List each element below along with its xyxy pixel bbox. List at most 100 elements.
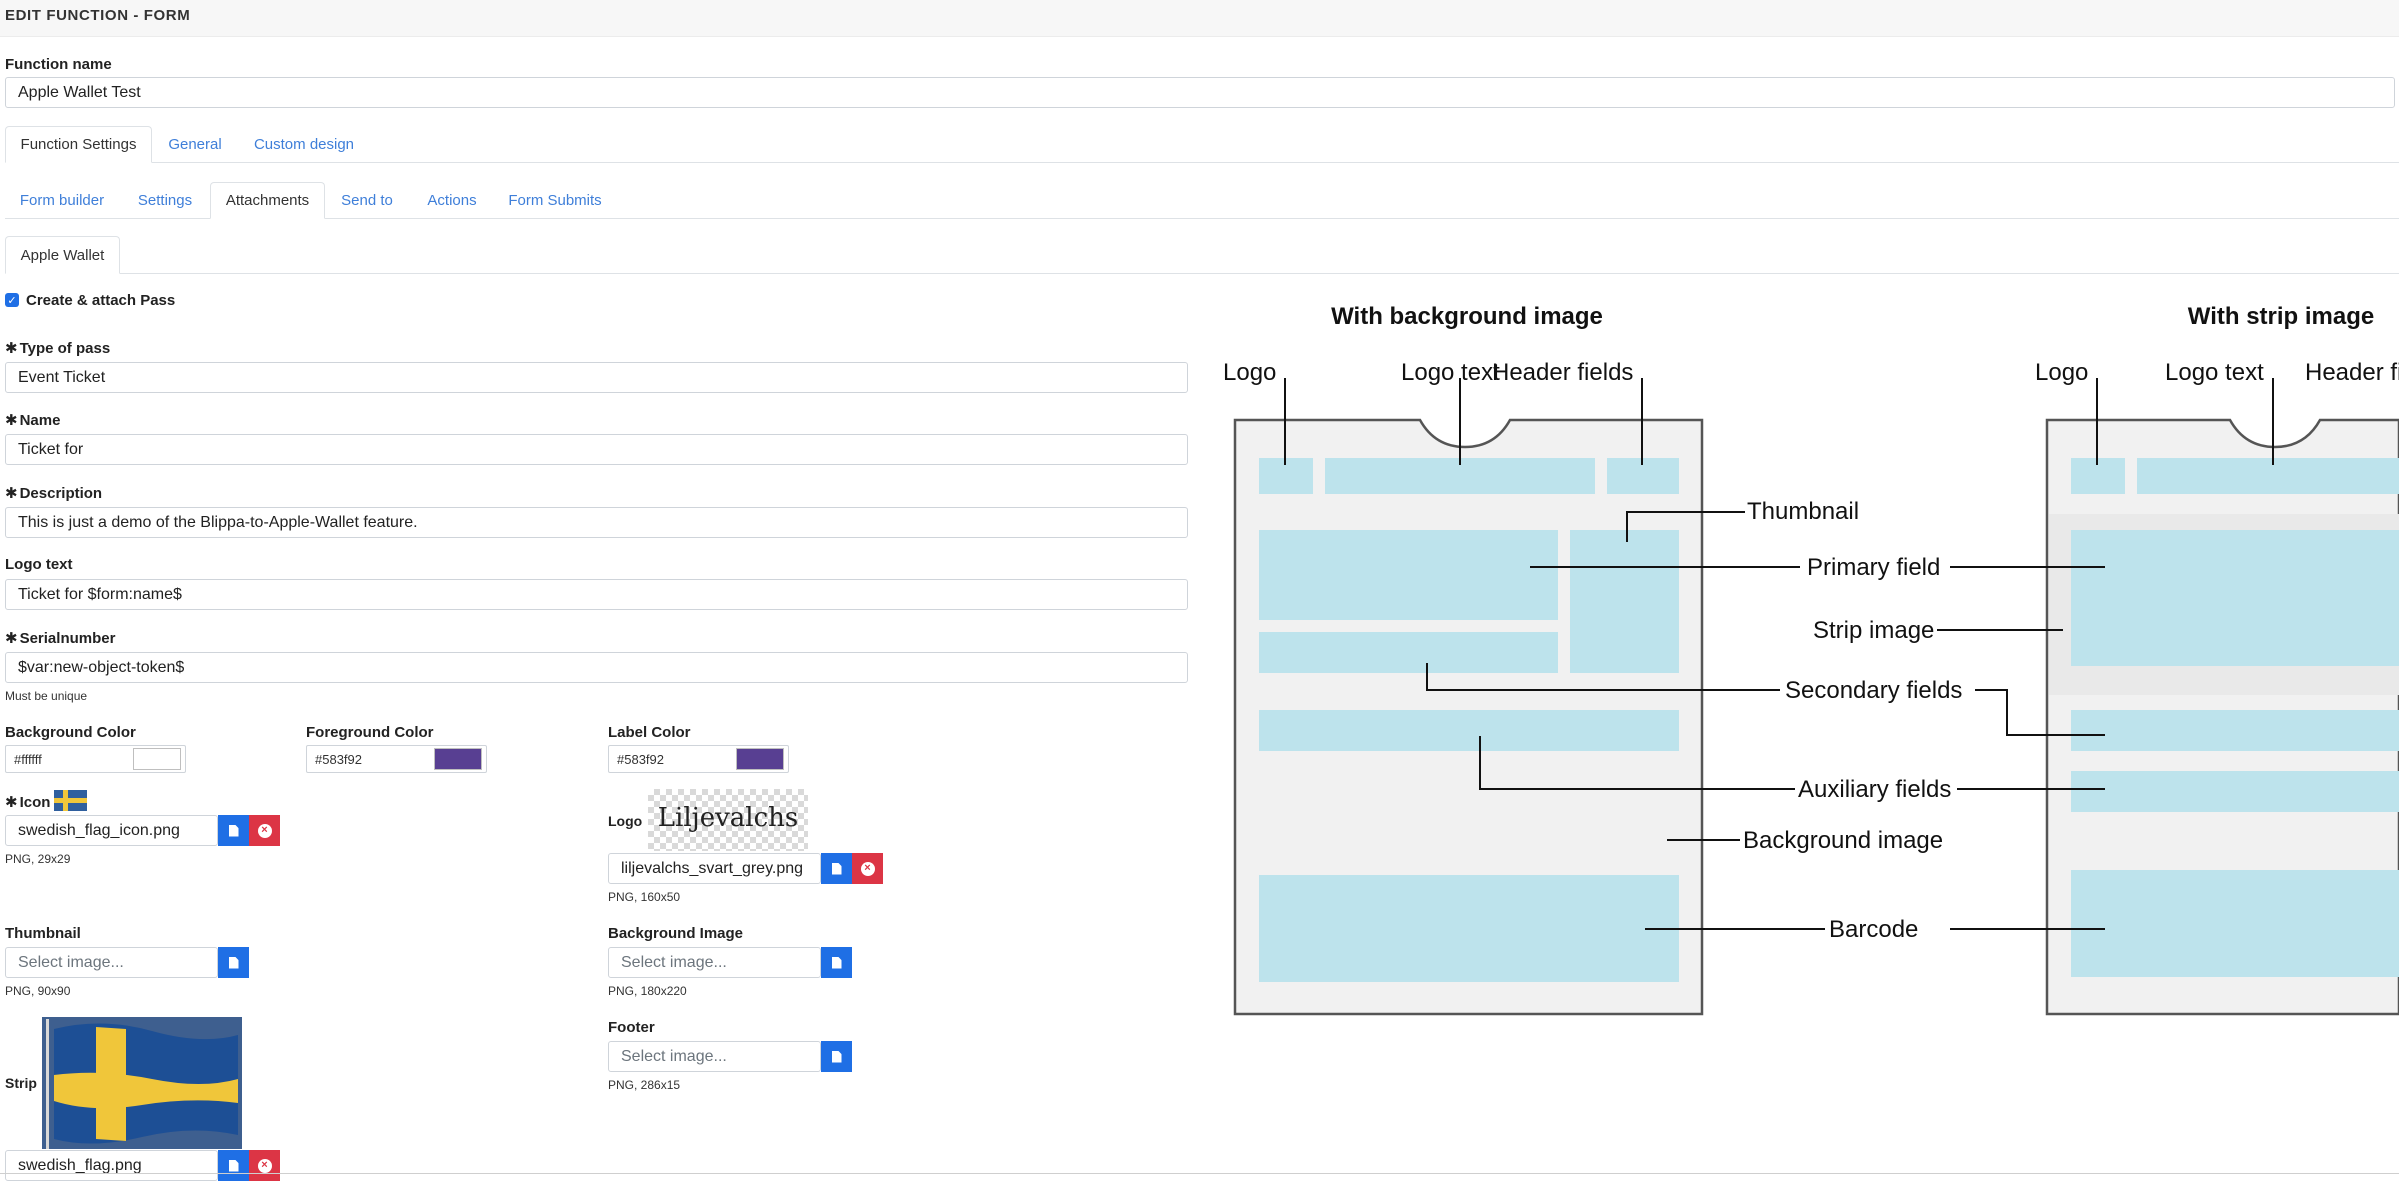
background-color-picker[interactable]: #ffffff	[5, 745, 186, 773]
tab-function-settings[interactable]: Function Settings	[5, 126, 152, 163]
background-color-label: Background Color	[5, 724, 136, 741]
file-icon	[228, 956, 239, 969]
top-bar: EDIT FUNCTION - FORM	[0, 0, 2399, 37]
logo-remove-button[interactable]: ×	[852, 853, 883, 884]
serialnumber-label: ✱Serialnumber	[5, 630, 116, 647]
close-icon: ×	[257, 1158, 272, 1173]
logo-preview: Liljevalchs	[648, 789, 808, 851]
serialnumber-input[interactable]: $var:new-object-token$	[5, 652, 1188, 683]
background-image-label: Background Image	[608, 925, 744, 942]
label-logo: Logo	[1223, 359, 1276, 386]
label-logo-text: Logo text	[1401, 359, 1500, 386]
file-icon	[831, 1050, 842, 1063]
page-title: EDIT FUNCTION - FORM	[5, 7, 191, 24]
tab-form-submits[interactable]: Form Submits	[508, 192, 602, 209]
close-icon: ×	[860, 861, 875, 876]
foreground-color-label: Foreground Color	[306, 724, 434, 741]
strip-remove-button[interactable]: ×	[249, 1150, 280, 1181]
label-barcode: Barcode	[1829, 916, 1918, 943]
foreground-color-swatch[interactable]	[434, 748, 482, 770]
main-tabs-divider	[5, 162, 2399, 163]
icon-hint: PNG, 29x29	[5, 852, 71, 866]
function-name-input[interactable]: Apple Wallet Test	[5, 77, 2395, 108]
label-background-image: Background image	[1743, 827, 1943, 854]
close-icon: ×	[257, 823, 272, 838]
label-secondary-fields: Secondary fields	[1785, 677, 1962, 704]
file-icon	[831, 956, 842, 969]
logo-select-button[interactable]	[821, 853, 852, 884]
strip-file-input[interactable]: swedish_flag.png	[5, 1150, 218, 1181]
footer-hint: PNG, 286x15	[608, 1078, 681, 1092]
label-logo-text-strip: Logo text	[2165, 359, 2264, 386]
logo-hint: PNG, 160x50	[608, 890, 681, 904]
background-image-select-button[interactable]	[821, 947, 852, 978]
thumbnail-select-button[interactable]	[218, 947, 249, 978]
icon-remove-button[interactable]: ×	[249, 815, 280, 846]
pass-background-variant	[1233, 418, 1704, 1016]
icon-select-button[interactable]	[218, 815, 249, 846]
function-name-label: Function name	[5, 56, 112, 73]
leader-lines	[1284, 378, 2274, 930]
label-color-picker[interactable]: #583f92	[608, 745, 789, 773]
tab-custom-design[interactable]: Custom design	[253, 136, 355, 153]
diagram-labels: Logo Logo text Header fields Thumbnail P…	[1223, 359, 2399, 943]
create-pass-label: Create & attach Pass	[26, 292, 176, 309]
logo-file-input[interactable]: liljevalchs_svart_grey.png	[608, 853, 821, 884]
foreground-color-picker[interactable]: #583f92	[306, 745, 487, 773]
logo-text-label: Logo text	[5, 556, 73, 573]
label-strip-image: Strip image	[1813, 617, 1934, 644]
strip-select-button[interactable]	[218, 1150, 249, 1181]
bottom-divider	[0, 1173, 2399, 1174]
icon-label: ✱Icon	[5, 794, 51, 811]
label-primary-field: Primary field	[1807, 554, 1940, 581]
tab-attachments[interactable]: Attachments	[210, 182, 325, 219]
footer-select-button[interactable]	[821, 1041, 852, 1072]
diagram-title-background: With background image	[1331, 303, 1603, 330]
footer-file-input[interactable]: Select image...	[608, 1041, 821, 1072]
background-color-value: #ffffff	[14, 752, 42, 767]
create-pass-checkbox[interactable]: ✓	[5, 293, 19, 307]
label-auxiliary-fields: Auxiliary fields	[1798, 776, 1951, 803]
diagram-title-strip: With strip image	[2188, 303, 2374, 330]
type-of-pass-select[interactable]: Event Ticket	[5, 362, 1188, 393]
swedish-flag-icon-preview	[54, 790, 87, 811]
foreground-color-value: #583f92	[315, 752, 362, 767]
thumbnail-label: Thumbnail	[5, 925, 81, 942]
background-image-hint: PNG, 180x220	[608, 984, 687, 998]
tab-settings[interactable]: Settings	[137, 192, 193, 209]
name-label: ✱Name	[5, 412, 61, 429]
name-input[interactable]: Ticket for	[5, 434, 1188, 465]
pass-layout-diagram: With background image With strip image	[1223, 303, 2399, 1016]
sub-tabs-divider	[5, 218, 2399, 219]
thumbnail-hint: PNG, 90x90	[5, 984, 71, 998]
tab-form-builder[interactable]: Form builder	[19, 192, 105, 209]
description-input[interactable]: This is just a demo of the Blippa-to-App…	[5, 507, 1188, 538]
pass-strip-variant	[2045, 418, 2399, 1016]
logo-preview-text: Liljevalchs	[657, 803, 799, 833]
logo-text-input[interactable]: Ticket for $form:name$	[5, 579, 1188, 610]
required-mark: ✱	[5, 340, 18, 357]
background-image-file-input[interactable]: Select image...	[608, 947, 821, 978]
label-thumbnail: Thumbnail	[1747, 498, 1859, 525]
label-color-swatch[interactable]	[736, 748, 784, 770]
footer-label: Footer	[608, 1019, 655, 1036]
tab-general[interactable]: General	[168, 136, 222, 153]
attachment-tabs-divider	[5, 273, 2399, 274]
file-icon	[831, 862, 842, 875]
label-color-label: Label Color	[608, 724, 691, 741]
strip-label: Strip	[5, 1075, 37, 1091]
swedish-flag-strip-preview	[42, 1017, 242, 1149]
label-header-fields: Header fields	[1492, 359, 1633, 386]
label-logo-strip: Logo	[2035, 359, 2088, 386]
thumbnail-file-input[interactable]: Select image...	[5, 947, 218, 978]
required-mark: ✱	[5, 485, 18, 502]
tab-apple-wallet[interactable]: Apple Wallet	[5, 236, 120, 274]
background-color-swatch[interactable]	[133, 748, 181, 770]
serialnumber-hint: Must be unique	[5, 689, 88, 703]
tab-actions[interactable]: Actions	[427, 192, 477, 209]
tab-send-to[interactable]: Send to	[341, 192, 393, 209]
file-icon	[228, 824, 239, 837]
type-of-pass-label: ✱Type of pass	[5, 340, 111, 357]
required-mark: ✱	[5, 630, 18, 647]
icon-file-input[interactable]: swedish_flag_icon.png	[5, 815, 218, 846]
